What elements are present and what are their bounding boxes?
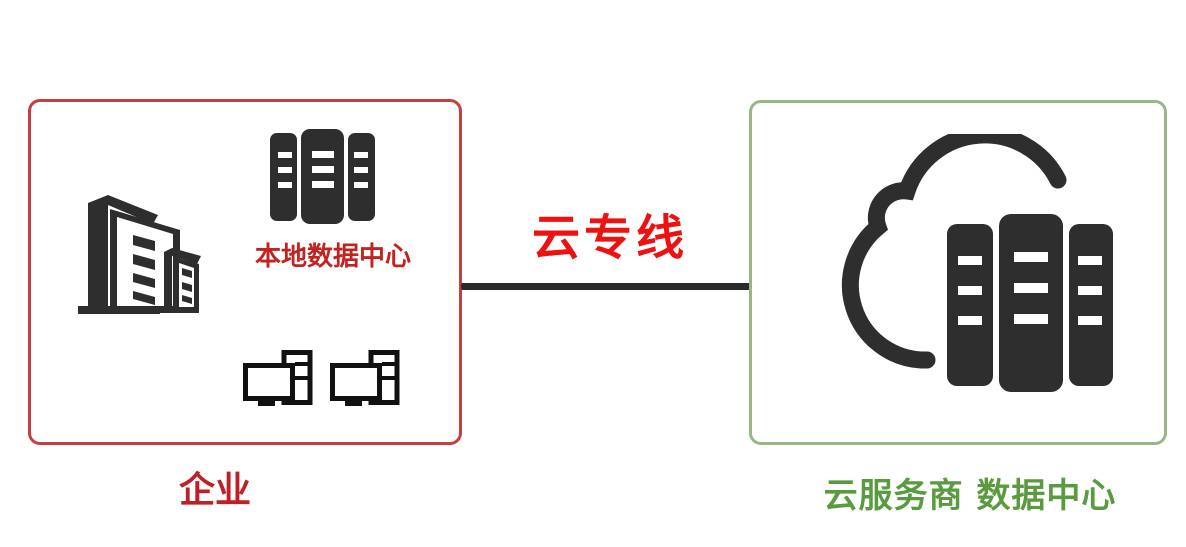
office-building-icon <box>78 195 201 314</box>
desktop-computer-icon <box>330 350 400 406</box>
server-rack-icon <box>270 129 375 224</box>
enterprise-caption: 企业 <box>178 470 251 511</box>
cloud-dedicated-line-label: 云专线 <box>531 210 688 266</box>
cloud-provider-box <box>749 100 1167 445</box>
desktop-computer-icon <box>243 350 313 406</box>
enterprise-box: 本地数据中心 <box>28 99 462 445</box>
cloud-provider-caption: 云服务商 数据中心 <box>823 476 1117 516</box>
local-datacenter-label: 本地数据中心 <box>254 242 411 272</box>
dedicated-line-connector <box>461 283 750 290</box>
cloud-datacenter-icon <box>841 134 1113 392</box>
